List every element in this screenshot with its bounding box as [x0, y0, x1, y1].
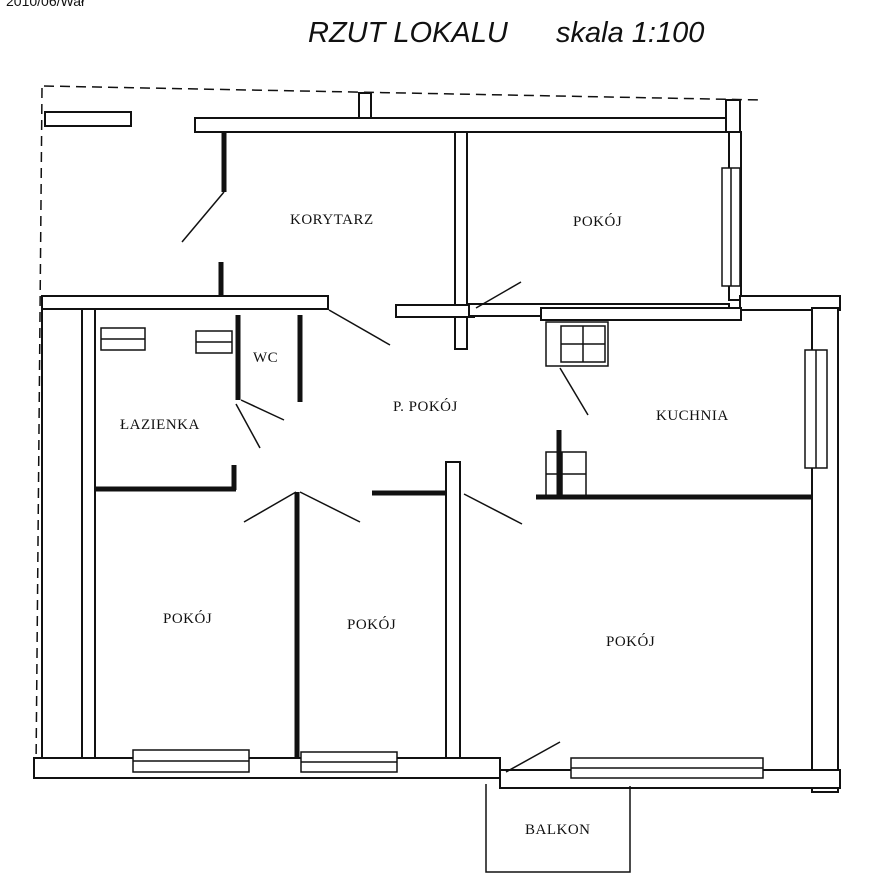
room-label-wc: WC	[253, 350, 278, 366]
mid-walls	[41, 295, 742, 346]
room-label-korytarz: KORYTARZ	[290, 212, 374, 228]
plan-title: RZUT LOKALU	[308, 17, 509, 49]
kitchen-walls	[536, 167, 839, 793]
top-walls	[44, 92, 841, 311]
lower-walls	[243, 461, 523, 763]
plan-scale: skala 1:100	[556, 17, 704, 49]
room-label-pokoj-top: POKÓJ	[573, 213, 622, 230]
balcony	[485, 784, 631, 873]
room-label-pokoj-right: POKÓJ	[606, 633, 655, 650]
room-label-pokoj-left: POKÓJ	[163, 610, 212, 627]
room-label-p-pokoj: P. POKÓJ	[393, 398, 458, 415]
room-label-kuchnia: KUCHNIA	[656, 408, 729, 424]
room-label-lazienka: ŁAZIENKA	[120, 417, 200, 433]
corner-text: 2010/06/Wał	[6, 0, 85, 9]
dashed-boundary	[35, 85, 763, 771]
room-label-balkon: BALKON	[525, 822, 591, 838]
room-label-pokoj-middle: POKÓJ	[347, 616, 396, 633]
bottom-walls	[33, 741, 841, 789]
corridor-walls	[181, 131, 730, 350]
bathroom-walls	[95, 315, 303, 492]
left-walls	[41, 308, 96, 760]
